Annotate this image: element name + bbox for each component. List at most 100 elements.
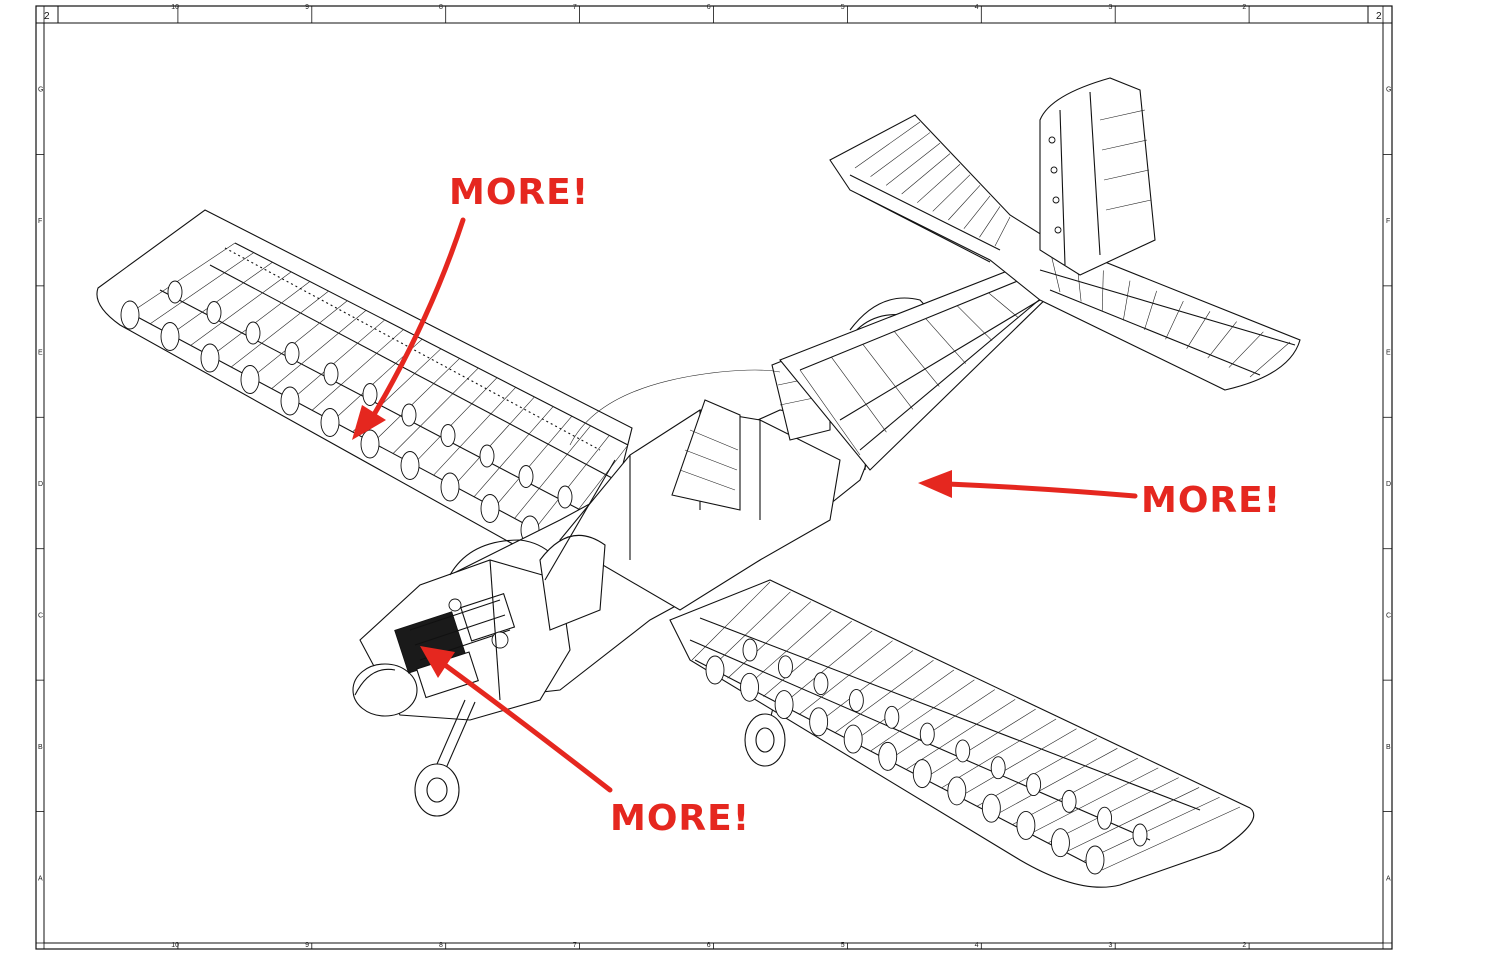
- wing-lightening-hole: [878, 741, 898, 771]
- stabilizer-rib-line: [854, 121, 921, 169]
- stabilizer-rib-line: [963, 195, 991, 229]
- callout-arrow-engine: [442, 662, 613, 793]
- stabilizer-rib-line: [901, 153, 951, 195]
- wing-rib-line: [170, 261, 273, 335]
- wing-lightening-hole: [1016, 811, 1036, 840]
- wing-lightening-hole: [1051, 828, 1070, 858]
- callout-fuselage: MORE!: [918, 470, 1280, 521]
- zone-row-label-right: B: [1386, 744, 1391, 751]
- sheet-number-box-left: 2: [35, 5, 59, 24]
- vertical-stabilizer: [1039, 77, 1156, 276]
- wing-lightening-hole: [947, 776, 967, 806]
- wing-lightening-hole: [167, 280, 183, 304]
- wing-lightening-hole: [981, 793, 1001, 823]
- wing-rib-line: [534, 435, 610, 530]
- tail-bulkhead-line: [862, 344, 914, 410]
- wing-lightening-hole: [912, 759, 932, 789]
- stabilizer-rib-line: [948, 185, 981, 221]
- wing-rib-line: [453, 396, 535, 487]
- callout-wing: MORE!: [352, 172, 588, 440]
- zone-column-label-bottom: 8: [439, 942, 443, 949]
- wing-rib-line: [798, 640, 893, 716]
- aircraft-isometric-drawing: [96, 77, 1301, 888]
- wing-lightening-hole: [813, 672, 829, 696]
- zone-column-label-bottom: 7: [573, 942, 577, 949]
- wing-lightening-hole: [479, 444, 495, 468]
- stabilizer-rib-line: [917, 163, 961, 203]
- zone-column-label-top: 5: [841, 4, 845, 11]
- stabilizer-rib-line: [1101, 270, 1104, 311]
- callout-arrowhead-engine: [420, 646, 455, 678]
- wing-lightening-hole: [955, 739, 971, 763]
- zone-row-label-left: A: [38, 875, 43, 882]
- wing-lightening-hole: [323, 362, 339, 386]
- callout-engine: MORE!: [420, 646, 750, 839]
- zone-column-label-top: 4: [975, 4, 979, 11]
- zone-column-label-bottom: 10: [171, 942, 179, 949]
- zone-row-label-left: D: [38, 481, 43, 488]
- zone-column-label-bottom: 5: [841, 942, 845, 949]
- wing-rib-line: [190, 271, 292, 346]
- tail-bulkhead-line: [956, 305, 993, 341]
- wing-lightening-hole: [1026, 773, 1042, 796]
- left-wing: [96, 209, 633, 561]
- fuselage: [352, 269, 1056, 817]
- wing-rib-line: [291, 319, 385, 400]
- wing-lightening-hole: [400, 451, 420, 480]
- wing-rib-line: [852, 669, 955, 743]
- wing-rib-line: [834, 660, 934, 734]
- engine: [394, 593, 516, 699]
- wing-rib-line: [816, 650, 914, 725]
- tail-bulkhead-line: [831, 356, 887, 433]
- wing-lightening-hole: [809, 707, 829, 737]
- wing-lightening-hole: [160, 322, 180, 351]
- callout-text-engine: MORE!: [610, 798, 750, 839]
- wing-rib-line: [1084, 796, 1220, 862]
- wing-lightening-hole: [206, 301, 222, 324]
- wing-rib-line: [959, 728, 1077, 798]
- wing-lightening-hole: [284, 342, 300, 365]
- wing-rib-line: [494, 415, 573, 508]
- wing-rib-line: [870, 679, 975, 752]
- zone-row-label-right: G: [1386, 87, 1391, 94]
- tail-bulkhead-line: [925, 318, 966, 364]
- zone-row-label-left: F: [38, 218, 42, 225]
- tail-bulkhead-line: [988, 292, 1019, 319]
- wing-rib-line: [392, 367, 479, 454]
- wing-rib-line: [251, 300, 348, 379]
- wing-rib-line: [473, 406, 554, 497]
- tail-bulkhead-line: [894, 331, 940, 387]
- wing-rib-line: [271, 310, 367, 389]
- zone-column-label-top: 3: [1109, 4, 1113, 11]
- callout-arrowhead-fuselage: [918, 470, 952, 498]
- stabilizer-rib-line: [1207, 321, 1237, 359]
- sheet-number-box-right: 2: [1367, 5, 1393, 24]
- wing-rib-line: [150, 252, 254, 325]
- wing-lightening-hole: [919, 722, 935, 746]
- wing-rib-line: [977, 738, 1098, 807]
- zone-column-label-top: 7: [573, 4, 577, 11]
- wing-lightening-hole: [774, 690, 794, 719]
- wing-lightening-hole: [240, 365, 260, 394]
- zone-column-label-bottom: 3: [1109, 942, 1113, 949]
- stabilizer-rib-line: [994, 216, 1011, 247]
- wing-rib-line: [231, 290, 329, 368]
- wing-lightening-hole: [1132, 823, 1148, 847]
- wing-lightening-hole: [280, 386, 300, 416]
- wing-lightening-hole: [884, 705, 900, 729]
- wing-rib-line: [372, 358, 460, 443]
- callout-arrow-wing: [369, 217, 466, 421]
- sheet-number-right: 2: [1376, 11, 1382, 22]
- zone-row-label-left: C: [38, 612, 43, 619]
- zone-row-label-right: A: [1386, 875, 1391, 882]
- wing-lightening-hole: [778, 655, 793, 679]
- wing-lightening-hole: [742, 638, 758, 662]
- wing-rib-line: [923, 708, 1036, 779]
- zone-column-label-top: 8: [439, 4, 443, 11]
- wing-rib-line: [887, 689, 995, 761]
- wing-rib-line: [311, 329, 404, 411]
- wing-lightening-hole: [557, 485, 573, 509]
- stabilizer-rib-line: [1144, 290, 1157, 330]
